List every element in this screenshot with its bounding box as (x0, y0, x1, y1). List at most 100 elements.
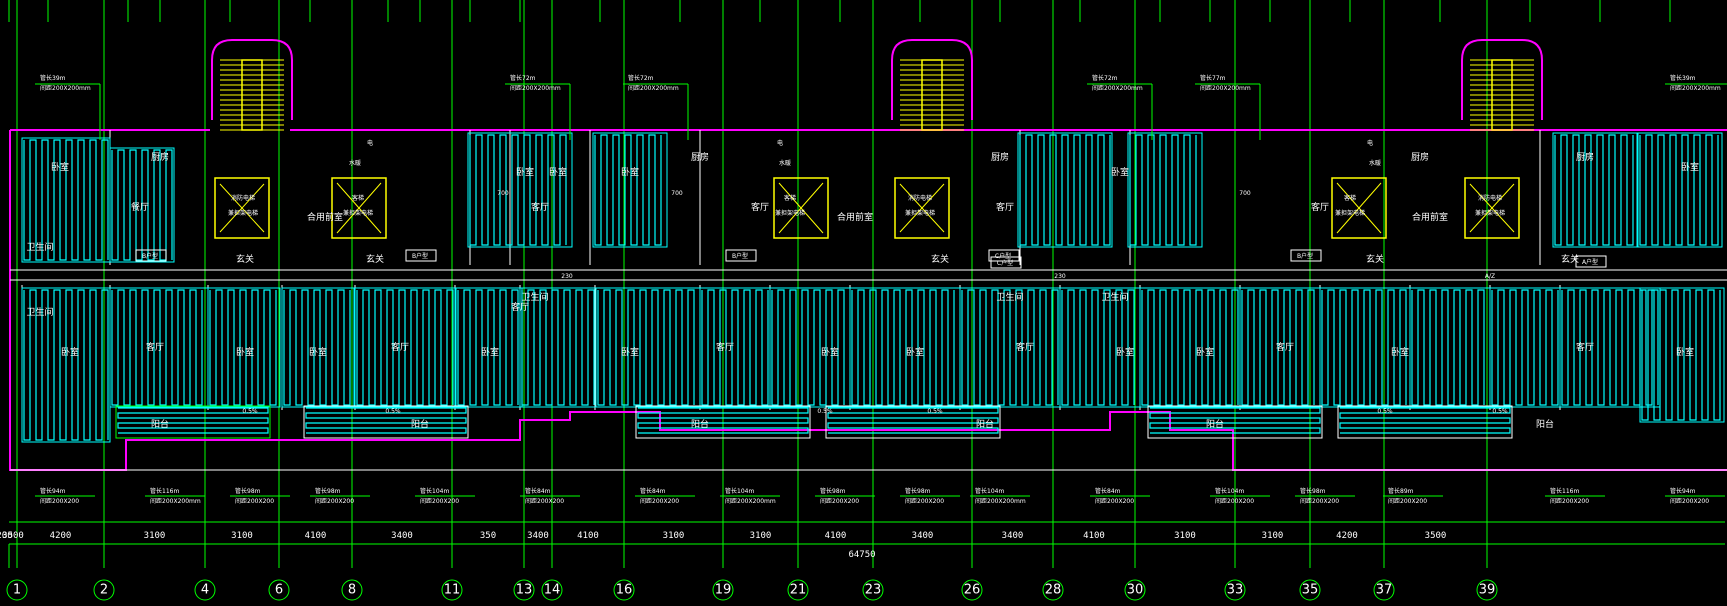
unit-tag: C户型 (995, 252, 1011, 260)
bay-dimension: 3100 (1262, 531, 1284, 541)
room-label-bedroom: 卧室 (906, 346, 924, 358)
stair-enclosure (211, 39, 293, 120)
pipe-note-spacing: 间距200X200 (1095, 497, 1134, 505)
elevator-shaft (1464, 177, 1520, 239)
elevator-label: 客梯 (352, 194, 364, 202)
bay-dimension: 4100 (825, 531, 847, 541)
elevator-cross (778, 182, 824, 234)
room-label-bedroom: 卧室 (621, 166, 639, 178)
axis-label: 21 (790, 583, 807, 598)
coil-boundary (467, 132, 573, 248)
axis-label: 13 (516, 583, 533, 598)
axis-bubble (961, 579, 983, 601)
coil-boundary (281, 287, 355, 408)
room-label-living: 客厅 (716, 341, 734, 353)
unit-tag: A户型 (1582, 258, 1598, 266)
room-label-bedroom: 卧室 (1196, 346, 1214, 358)
pipe-note-spacing: 间距200X200 (1550, 497, 1589, 505)
pipe-note-length: 管长116m (150, 487, 179, 495)
axis-label: 33 (1227, 583, 1244, 598)
pipe-note-spacing: 间距200X200 (1670, 497, 1709, 505)
pipe-note-spacing: 间距200X200mm (1092, 84, 1143, 92)
axis-label: 1 (13, 583, 21, 598)
pipe-coil (23, 139, 109, 261)
axis-label: 6 (275, 583, 283, 598)
axis-label: 4 (201, 583, 209, 598)
pipe-note-length: 管长104m (420, 487, 449, 495)
elevator-cross (899, 183, 945, 233)
dim-tag: 700 (671, 190, 683, 197)
pipe-note-spacing: 间距200X200 (1215, 497, 1254, 505)
pipe-coil (1411, 289, 1485, 406)
pipe-note-spacing: 间距200X200 (315, 497, 354, 505)
room-label-bedroom: 卧室 (1681, 161, 1699, 173)
pipe-note-spacing: 间距200X200 (820, 497, 859, 505)
pipe-note-length: 管长94m (1670, 487, 1696, 495)
slope-label: 0.5% (385, 408, 401, 415)
pipe-note-spacing: 间距200X200 (1300, 497, 1339, 505)
axis-label: 8 (348, 583, 356, 598)
room-label-balcony: 阳台 (1206, 418, 1224, 430)
pipe-coil (1061, 289, 1135, 406)
coil-boundary (595, 287, 701, 408)
bay-dimension: 4200 (1336, 531, 1358, 541)
axis-bubble (441, 579, 463, 601)
room-label-public-corridor: 合用前室 (837, 211, 873, 223)
stair-enclosure (1461, 39, 1543, 120)
room-label-toilet: 卫生间 (996, 291, 1023, 303)
pipe-note-spacing: 间距200X200mm (510, 84, 561, 92)
pipe-note-spacing: 间距200X200 (420, 497, 459, 505)
room-label-foyer: 玄关 (1366, 253, 1384, 265)
bay-dimension: 4100 (1083, 531, 1105, 541)
pipe-coil (1019, 134, 1111, 246)
pipe-note-length: 管长72m (1092, 74, 1118, 82)
coil-boundary (592, 132, 668, 248)
stair-well (921, 59, 943, 131)
coil-boundary (1017, 132, 1113, 248)
elevator-label: 兼担架电梯 (905, 209, 935, 217)
room-label-balcony: 阳台 (691, 418, 709, 430)
pipe-note-length: 管长104m (725, 487, 754, 495)
unit-tag-box (1290, 249, 1322, 262)
pipe-note-spacing: 间距200X200mm (725, 497, 776, 505)
elevator-label: 兼担架电梯 (1335, 209, 1365, 217)
coil-boundary (1127, 132, 1203, 248)
dim-tag: 230 (561, 273, 573, 280)
slope-label: 0.5% (1492, 408, 1508, 415)
room-label-living: 客厅 (1576, 341, 1594, 353)
axis-label: 26 (964, 583, 981, 598)
room-label-balcony: 阳台 (151, 418, 169, 430)
room-label-dining: 餐厅 (131, 201, 149, 213)
floor-heating-pipe-coils (21, 132, 1725, 443)
pipe-coil (1641, 289, 1721, 421)
room-label-bedroom: 卧室 (1676, 346, 1694, 358)
pipe-coil (356, 289, 454, 406)
pipe-coil (1491, 289, 1559, 406)
elevator-cross (219, 183, 265, 233)
pipe-coil (23, 289, 109, 441)
room-label-toilet: 卫生间 (521, 291, 548, 303)
elevator-label: 消防电梯 (908, 194, 932, 202)
axis-bubble (1299, 579, 1321, 601)
bay-dimension: 3500 (1425, 531, 1447, 541)
bay-dimension: 3100 (144, 531, 166, 541)
elevator-label: 兼担架电梯 (228, 209, 258, 217)
axis-label: 2 (100, 583, 108, 598)
axis-bubble (1373, 579, 1395, 601)
unit-tag-box (405, 249, 437, 262)
pipe-note-length: 管长98m (820, 487, 846, 495)
axis-bubble (1124, 579, 1146, 601)
room-label-bedroom: 卧室 (236, 346, 254, 358)
pipe-note-length: 管长116m (1550, 487, 1579, 495)
stair-enclosure (891, 39, 973, 120)
room-label-balcony: 阳台 (411, 418, 429, 430)
pipe-coil (469, 134, 567, 246)
coil-boundary (354, 287, 456, 408)
stair-well (241, 59, 263, 131)
pipe-note-spacing: 间距200X200 (525, 497, 564, 505)
room-label-foyer: 玄关 (236, 253, 254, 265)
bay-dimension: 200 (0, 531, 13, 541)
shaft-label: 水暖 (349, 159, 361, 167)
axis-bubble (613, 579, 635, 601)
